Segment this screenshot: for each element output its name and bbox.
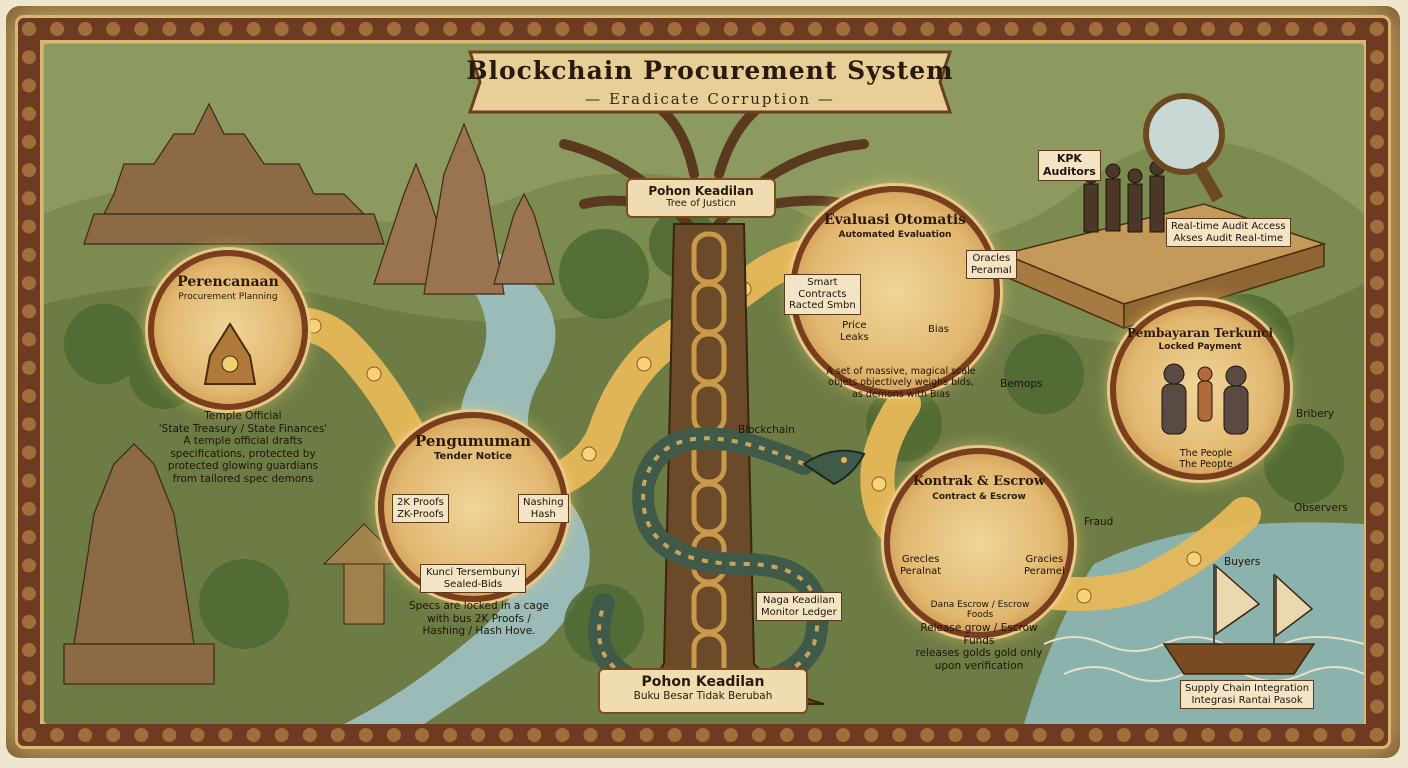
tree-bottom-banner: Pohon Keadilan Buku Besar Tidak Berubah xyxy=(598,668,808,714)
supply-chain-label: Supply Chain Integration Integrasi Ranta… xyxy=(1180,680,1315,709)
escrow-funds-badge: Dana Escrow / Escrow Foods xyxy=(930,600,1030,621)
audit-access-label: Real-time Audit Access Akses Audit Real-… xyxy=(1166,218,1291,247)
people-label: The People The Peopte xyxy=(1179,448,1233,471)
hash-tag: Nashing Hash xyxy=(518,494,569,523)
stage-planning-medallion: Perencanaan Procurement Planning xyxy=(148,250,308,410)
stage-payment-medallion: Pembayaran Terkunci Locked Payment The P… xyxy=(1110,300,1290,480)
tree-top-label: Pohon Keadilan Tree of Justicn xyxy=(626,178,776,218)
oracles-left-label: Grecles Peralnat xyxy=(900,554,942,577)
demons-label: Bemops xyxy=(1000,378,1043,390)
people-figures-icon xyxy=(1161,363,1249,435)
stage-tender-medallion: Pengumuman Tender Notice 2K Proofs ZK-Pr… xyxy=(378,412,569,602)
page-title: Blockchain Procurement System xyxy=(466,56,954,85)
kpk-auditors-label: KPK Auditors xyxy=(1038,150,1101,182)
stage-contract-medallion: Kontrak & Escrow Contract & Escrow Grecl… xyxy=(884,448,1074,638)
border-pattern xyxy=(22,22,1384,742)
zk-proofs-tag: 2K Proofs ZK-Proofs xyxy=(392,494,449,523)
temple-shrine-icon xyxy=(203,322,257,385)
planning-caption: Temple Official 'State Treasury / State … xyxy=(158,410,328,485)
tender-caption: Specs are locked in a cage with bus 2K P… xyxy=(409,600,549,638)
smart-contracts-tag: Smart Contracts Racted Smbn xyxy=(784,274,861,315)
banner-scroll xyxy=(467,50,953,114)
blockchain-label: Blockchain xyxy=(738,424,795,436)
fraud-label: Fraud xyxy=(1084,516,1114,528)
bias-label: Bias xyxy=(928,324,949,335)
sealed-bids-badge: Kunci Tersembunyi Sealed-Bids xyxy=(420,564,526,593)
oracles-right-label: Gracies Peramel xyxy=(1024,554,1065,577)
observers-label: Observers xyxy=(1294,502,1348,514)
contract-caption: Release grow / Escrow Funds releases gol… xyxy=(915,622,1043,672)
bribery-label: Bribery xyxy=(1296,408,1335,420)
oracles-tag: Oracles Peramal xyxy=(966,250,1017,279)
evaluation-caption: A set of massive, magical scale objets o… xyxy=(826,366,976,400)
buyers-label: Buyers xyxy=(1224,556,1261,568)
page-subtitle: — Eradicate Corruption — xyxy=(585,90,835,108)
naga-ledger-label: Naga Keadilan Monitor Ledger xyxy=(756,592,842,621)
title-banner: Blockchain Procurement System — Eradicat… xyxy=(460,42,960,122)
price-leaks-label: Price Leaks xyxy=(840,320,869,343)
